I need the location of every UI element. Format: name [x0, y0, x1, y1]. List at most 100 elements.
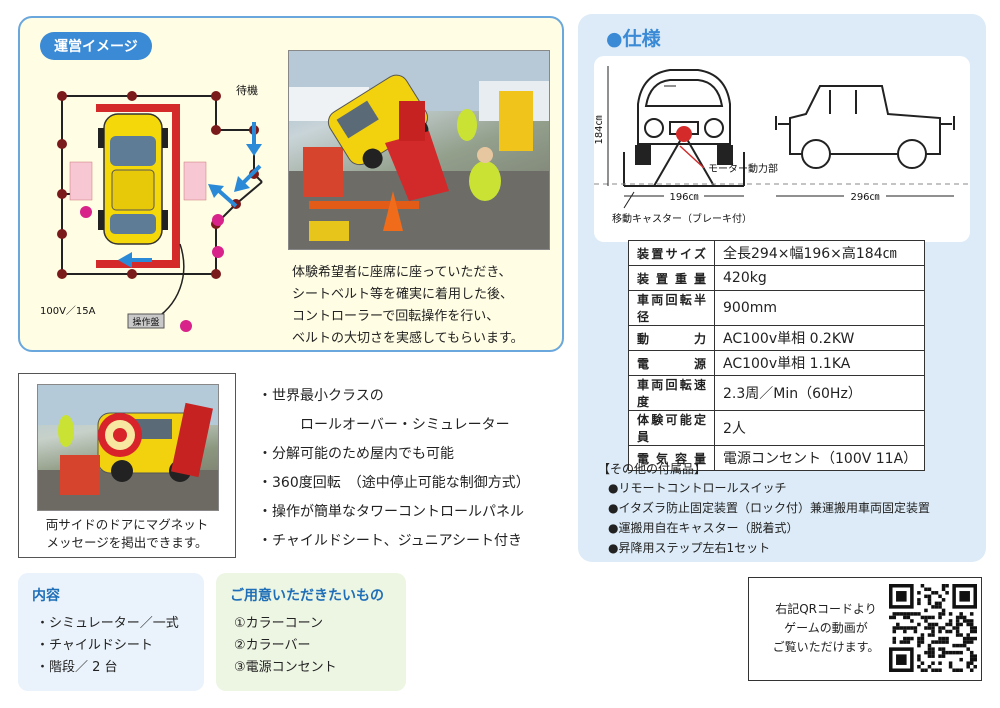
- dimension-drawing: 184㎝ 196㎝ 296㎝ モーター動力部 移動キャスター（ブレーキ付）: [594, 66, 970, 225]
- standby-label: 待機: [236, 83, 258, 97]
- rollover-scene: [289, 51, 549, 249]
- feature-photo: [37, 384, 219, 511]
- operation-panel: 運営イメージ: [18, 16, 564, 352]
- preparation-list: ①カラーコーン ②カラーバー ③電源コンセント: [234, 613, 337, 679]
- car-side-view: [775, 85, 955, 169]
- spec-label: 動力: [628, 325, 715, 351]
- spec-label: 電気容量: [628, 445, 715, 471]
- feature-photo-caption: 両サイドのドアにマグネット メッセージを掲出できます。: [19, 516, 235, 552]
- spec-panel: ●仕様: [578, 14, 986, 562]
- spec-value: AC100v単相 1.1KA: [714, 350, 925, 376]
- car-top-view: [98, 113, 168, 245]
- spec-value: 全長294×幅196×高184㎝: [714, 240, 925, 266]
- spec-label: 装置サイズ: [628, 240, 715, 266]
- preparation-item: ②カラーバー: [234, 638, 311, 653]
- accessory-item: ●リモートコントロールスイッチ: [608, 481, 787, 495]
- motor-hub: [676, 126, 692, 142]
- contents-item: ・シミュレーター／一式: [36, 616, 179, 631]
- operation-badge: 運営イメージ: [40, 32, 152, 60]
- length-label-bg: [844, 190, 886, 202]
- feature-list: ・世界最小クラスの ロールオーバー・シミュレーター ・分解可能のため屋内でも可能…: [258, 382, 578, 556]
- control-panel-box: [127, 313, 165, 329]
- spec-label: 体験可能定員: [628, 410, 715, 446]
- description-line: ベルトの大切さを実感してもらいます。: [292, 331, 524, 346]
- control-panel-label: 操作盤: [132, 316, 159, 328]
- accessory-item: ●イタズラ防止固定装置（ロック付）兼運搬用車両固定装置: [608, 501, 930, 515]
- stand-frame: [623, 133, 745, 187]
- caster-label: 移動キャスター（ブレーキ付）: [612, 212, 752, 225]
- length-label: 296㎝: [850, 192, 879, 203]
- qr-code-icon[interactable]: [889, 584, 977, 672]
- spec-value: 電源コンセント（100V 11A）: [714, 445, 925, 471]
- qr-text-line: ご覧いただけます。: [772, 640, 880, 654]
- qr-box: 右記QRコードより ゲームの動画が ご覧いただけます。: [748, 577, 982, 681]
- description-line: コントローラーで回転操作を行い、: [292, 309, 500, 324]
- spec-value: 420kg: [714, 265, 925, 291]
- spec-label: 車両回転半径: [628, 290, 715, 326]
- operation-photo: [288, 50, 550, 250]
- spec-label: 車両回転速度: [628, 375, 715, 411]
- spec-title: ●仕様: [606, 28, 661, 50]
- accessories-list: ●リモートコントロールスイッチ ●イタズラ防止固定装置（ロック付）兼運搬用車両固…: [608, 478, 930, 558]
- qr-text-line: 右記QRコードより: [775, 602, 877, 616]
- spec-label: 装置重量: [628, 265, 715, 291]
- description-line: シートベルト等を確実に着用した後、: [292, 287, 514, 302]
- spec-value: 2人: [714, 410, 925, 446]
- accessory-item: ●昇降用ステップ左右1セット: [608, 541, 771, 555]
- contents-item: ・階段／ 2 台: [36, 660, 118, 675]
- feature-photo-box: 両サイドのドアにマグネット メッセージを掲出できます。: [18, 373, 236, 558]
- caption-line: 両サイドのドアにマグネット: [45, 517, 209, 532]
- spec-row: 電気容量電源コンセント（100V 11A）: [628, 445, 925, 471]
- spec-row: 装置サイズ全長294×幅196×高184㎝: [628, 240, 925, 266]
- spec-value: 900mm: [714, 290, 925, 326]
- red-frame: [96, 260, 180, 268]
- feature-item: ・360度回転 （途中停止可能な制御方式）: [258, 475, 530, 491]
- contents-title: 内容: [32, 588, 60, 604]
- flow-arrows: [118, 122, 262, 268]
- qr-text: 右記QRコードより ゲームの動画が ご覧いただけます。: [761, 600, 891, 657]
- right-step: [183, 161, 207, 201]
- motor-leader: [679, 145, 705, 169]
- spec-value: 2.3周／Min（60Hz）: [714, 375, 925, 411]
- accessories-title: 【その他の付属品】: [598, 462, 707, 476]
- contents-item: ・チャイルドシート: [36, 638, 153, 653]
- feature-item: ・操作が簡単なタワーコントロールパネル: [258, 504, 524, 520]
- feature-item: ロールオーバー・シミュレーター: [258, 417, 510, 433]
- spec-label: 電源: [628, 350, 715, 376]
- red-frame: [172, 104, 180, 268]
- caster-leader: [623, 191, 635, 209]
- operation-layout-diagram: 操作盤 待機 100V／15A: [40, 83, 263, 332]
- preparation-item: ①カラーコーン: [234, 616, 324, 631]
- left-step: [69, 161, 93, 201]
- height-label: 184㎝: [594, 115, 605, 144]
- contents-list: ・シミュレーター／一式 ・チャイルドシート ・階段／ 2 台: [36, 613, 179, 679]
- spec-value: AC100v単相 0.2KW: [714, 325, 925, 351]
- red-frame: [96, 104, 180, 112]
- staff-markers: [80, 206, 224, 332]
- contents-box: 内容 ・シミュレーター／一式 ・チャイルドシート ・階段／ 2 台: [18, 573, 204, 691]
- caption-line: メッセージを掲出できます。: [46, 535, 208, 550]
- operation-description: 体験希望者に座席に座っていただき、 シートベルト等を確実に着用した後、 コントロ…: [292, 262, 560, 350]
- rope-line: [235, 181, 263, 205]
- door-message-scene: [38, 385, 218, 510]
- feature-item: ・世界最小クラスの: [258, 388, 384, 404]
- width-label-bg: [664, 190, 704, 202]
- power-label: 100V／15A: [40, 305, 96, 317]
- preparation-item: ③電源コンセント: [234, 660, 337, 675]
- preparation-box: ご用意いただきたいもの ①カラーコーン ②カラーバー ③電源コンセント: [216, 573, 406, 691]
- motor-label: モーター動力部: [708, 162, 778, 175]
- feature-item: ・分解可能のため屋内でも可能: [258, 446, 454, 462]
- description-line: 体験希望者に座席に座っていただき、: [292, 265, 512, 280]
- preparation-title: ご用意いただきたいもの: [230, 588, 384, 604]
- accessory-item: ●運搬用自在キャスター（脱着式）: [608, 521, 799, 535]
- spec-diagram: 184㎝ 196㎝ 296㎝ モーター動力部 移動キャスター（ブレーキ付）: [594, 56, 970, 242]
- feature-item: ・チャイルドシート、ジュニアシート付き: [258, 533, 523, 549]
- qr-text-line: ゲームの動画が: [784, 621, 868, 635]
